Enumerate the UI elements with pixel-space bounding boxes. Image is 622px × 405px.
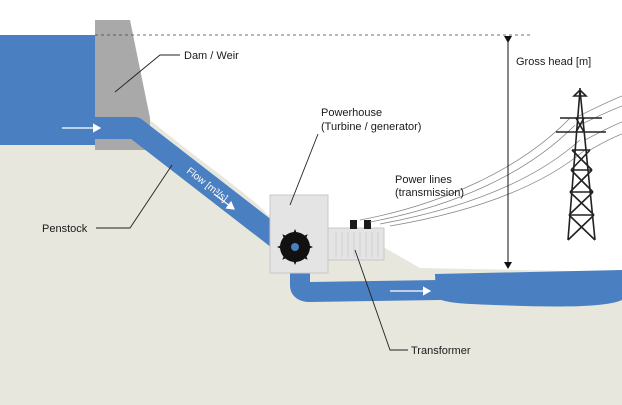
power-lines-sublabel: (transmission) (395, 187, 464, 199)
penstock-leader (96, 164, 173, 229)
dam-label: Dam / Weir (184, 50, 239, 62)
transformer (327, 220, 385, 261)
transformer-leader (354, 249, 408, 351)
transformer-label: Transformer (411, 345, 471, 357)
gross-head-label: Gross head [m] (516, 56, 591, 68)
transmission-tower-icon (556, 88, 606, 241)
powerhouse-label: Powerhouse (321, 107, 382, 119)
penstock-flow-arrow (213, 193, 235, 210)
dam-leader (114, 54, 180, 93)
powerhouse-sublabel: (Turbine / generator) (321, 121, 421, 133)
power-line-cables (359, 95, 622, 227)
turbine-wheel-icon (277, 229, 313, 265)
tailrace-pipe (290, 238, 450, 302)
penstock-label: Penstock (42, 223, 88, 235)
powerhouse-leader (289, 133, 319, 206)
power-lines-label: Power lines (395, 174, 452, 186)
tailrace-river (435, 270, 622, 307)
